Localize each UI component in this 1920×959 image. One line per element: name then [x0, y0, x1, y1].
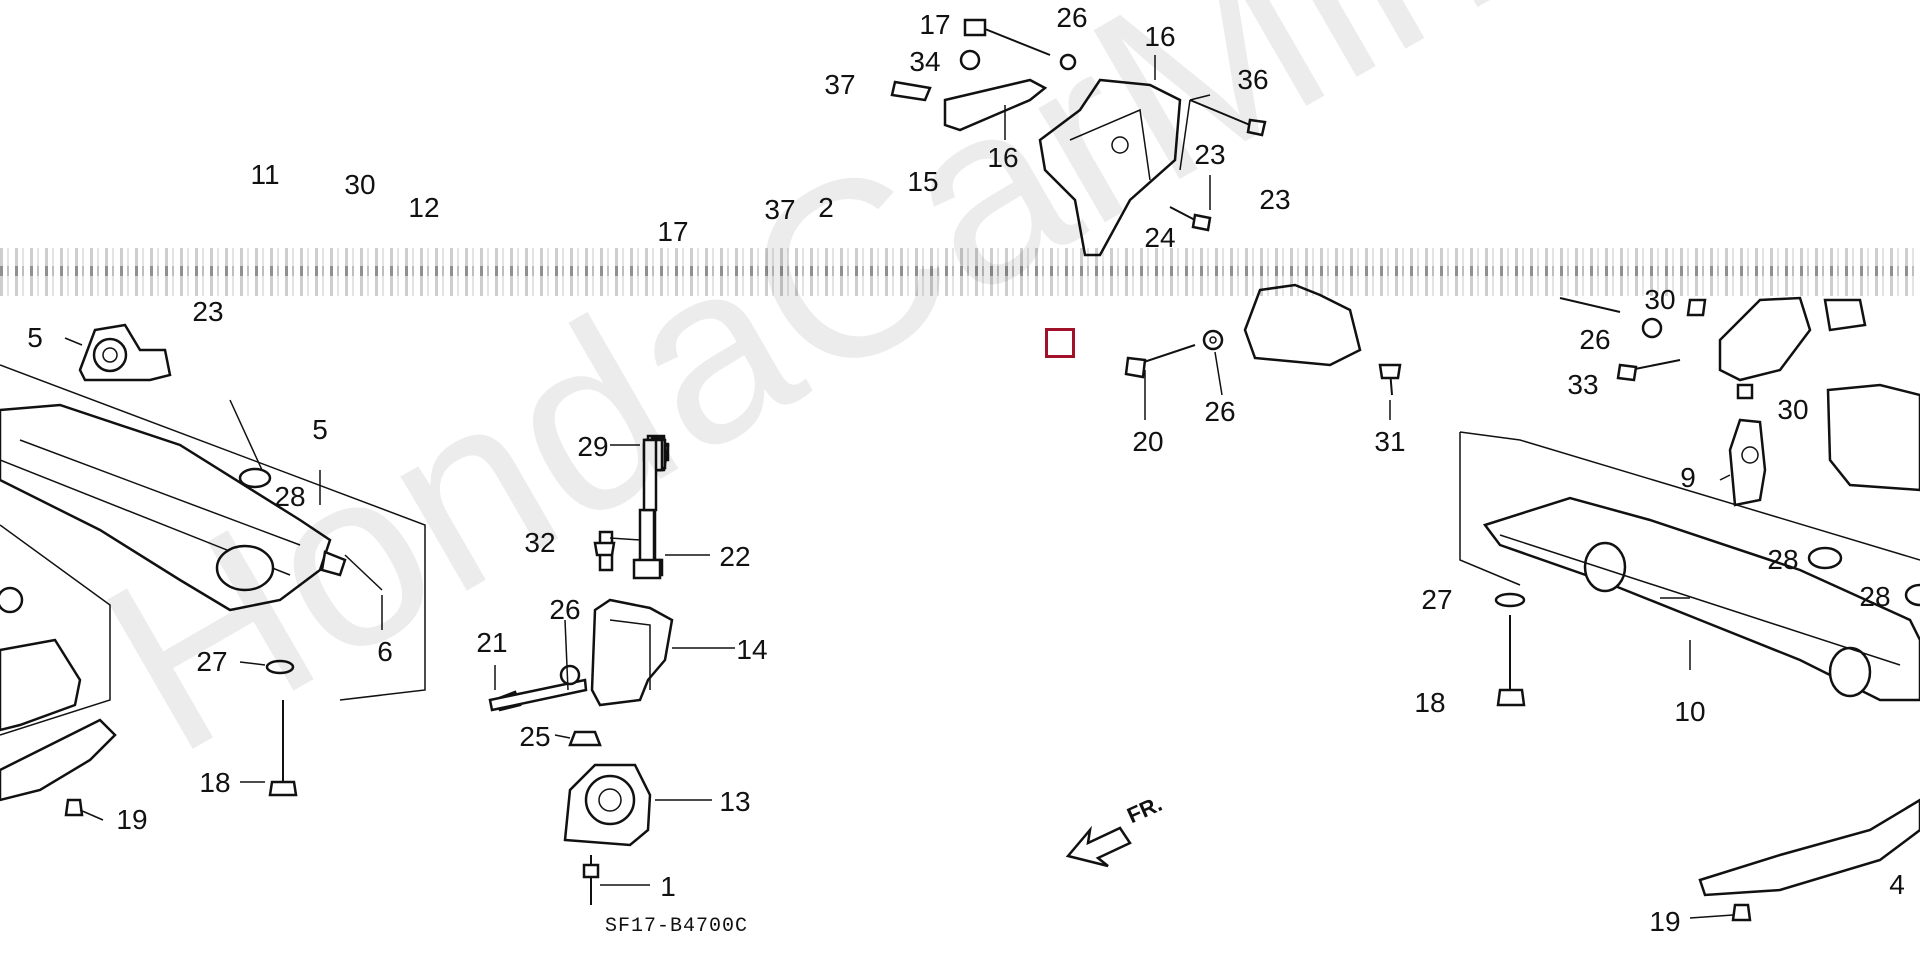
- callout-31[interactable]: 31: [1374, 426, 1406, 457]
- callout-14[interactable]: 15: [907, 166, 939, 197]
- callout-21[interactable]: 21: [476, 627, 508, 658]
- callout-6[interactable]: 6: [377, 636, 393, 667]
- callout-28c[interactable]: 28: [1859, 581, 1891, 612]
- leader-lines: [64, 55, 1734, 919]
- callout-19b[interactable]: 19: [1649, 906, 1681, 937]
- mount-8: [78, 323, 172, 382]
- bracket-16: [1038, 78, 1182, 257]
- callout-32[interactable]: 32: [524, 527, 556, 558]
- callout-23a[interactable]: 23: [192, 296, 224, 327]
- callout-30a[interactable]: 30: [344, 169, 376, 200]
- callout-20[interactable]: 20: [1132, 426, 1164, 457]
- callout-8[interactable]: 5: [27, 322, 43, 353]
- callout-17b[interactable]: 17: [919, 9, 951, 40]
- callout-26c[interactable]: 26: [1204, 396, 1236, 427]
- callout-2[interactable]: 2: [818, 192, 834, 223]
- callout-18b[interactable]: 18: [1414, 687, 1446, 718]
- callout-16[interactable]: 16: [1144, 21, 1176, 52]
- crossmember-right: [1482, 496, 1920, 702]
- callout-34[interactable]: 34: [909, 46, 941, 77]
- front-direction-arrow: [1065, 825, 1132, 868]
- callout-1[interactable]: 1: [660, 871, 676, 902]
- callout-17a[interactable]: 17: [657, 216, 689, 247]
- callout-4[interactable]: 4: [1889, 869, 1905, 900]
- callout-24[interactable]: 24: [1144, 222, 1176, 253]
- callout-35[interactable]: 37: [764, 194, 796, 225]
- callout-33[interactable]: 33: [1567, 369, 1599, 400]
- callout-28b[interactable]: 28: [1767, 544, 1799, 575]
- callout-26a[interactable]: 26: [549, 594, 581, 625]
- callout-13[interactable]: 14: [736, 634, 768, 665]
- callout-19a[interactable]: 19: [116, 804, 148, 835]
- callout-12[interactable]: 13: [719, 786, 751, 817]
- callout-30b[interactable]: 30: [1644, 284, 1676, 315]
- callout-30c[interactable]: 30: [1777, 394, 1809, 425]
- callout-15[interactable]: 16: [987, 142, 1019, 173]
- diagram-code: SF17-B4700C: [605, 915, 749, 938]
- callout-36[interactable]: 36: [1237, 64, 1269, 95]
- crossmember-left: [0, 403, 347, 612]
- callout-5[interactable]: 5: [312, 414, 328, 445]
- callout-22[interactable]: 22: [719, 541, 751, 572]
- selection-marker[interactable]: [1045, 328, 1075, 358]
- callout-25[interactable]: 25: [519, 721, 551, 752]
- callout-28a[interactable]: 28: [274, 481, 306, 512]
- callout-26b[interactable]: 26: [1056, 2, 1088, 33]
- callout-26d[interactable]: 26: [1579, 324, 1611, 355]
- callout-10[interactable]: 11: [250, 159, 280, 190]
- scan-noise-line: [0, 266, 1920, 276]
- callout-23c[interactable]: 23: [1259, 184, 1291, 215]
- scan-noise-band: [0, 248, 1920, 296]
- mount-13: [590, 598, 674, 707]
- callout-7[interactable]: 10: [1674, 696, 1706, 727]
- callout-18a[interactable]: 18: [199, 767, 231, 798]
- callout-11[interactable]: 12: [408, 192, 440, 223]
- callout-29[interactable]: 29: [577, 431, 609, 462]
- mount-12: [563, 763, 652, 847]
- callout-27b[interactable]: 27: [1421, 584, 1453, 615]
- callout-37[interactable]: 37: [824, 69, 856, 100]
- callout-9[interactable]: 9: [1680, 462, 1696, 493]
- callout-27a[interactable]: 27: [196, 646, 228, 677]
- callout-23b[interactable]: 23: [1194, 139, 1226, 170]
